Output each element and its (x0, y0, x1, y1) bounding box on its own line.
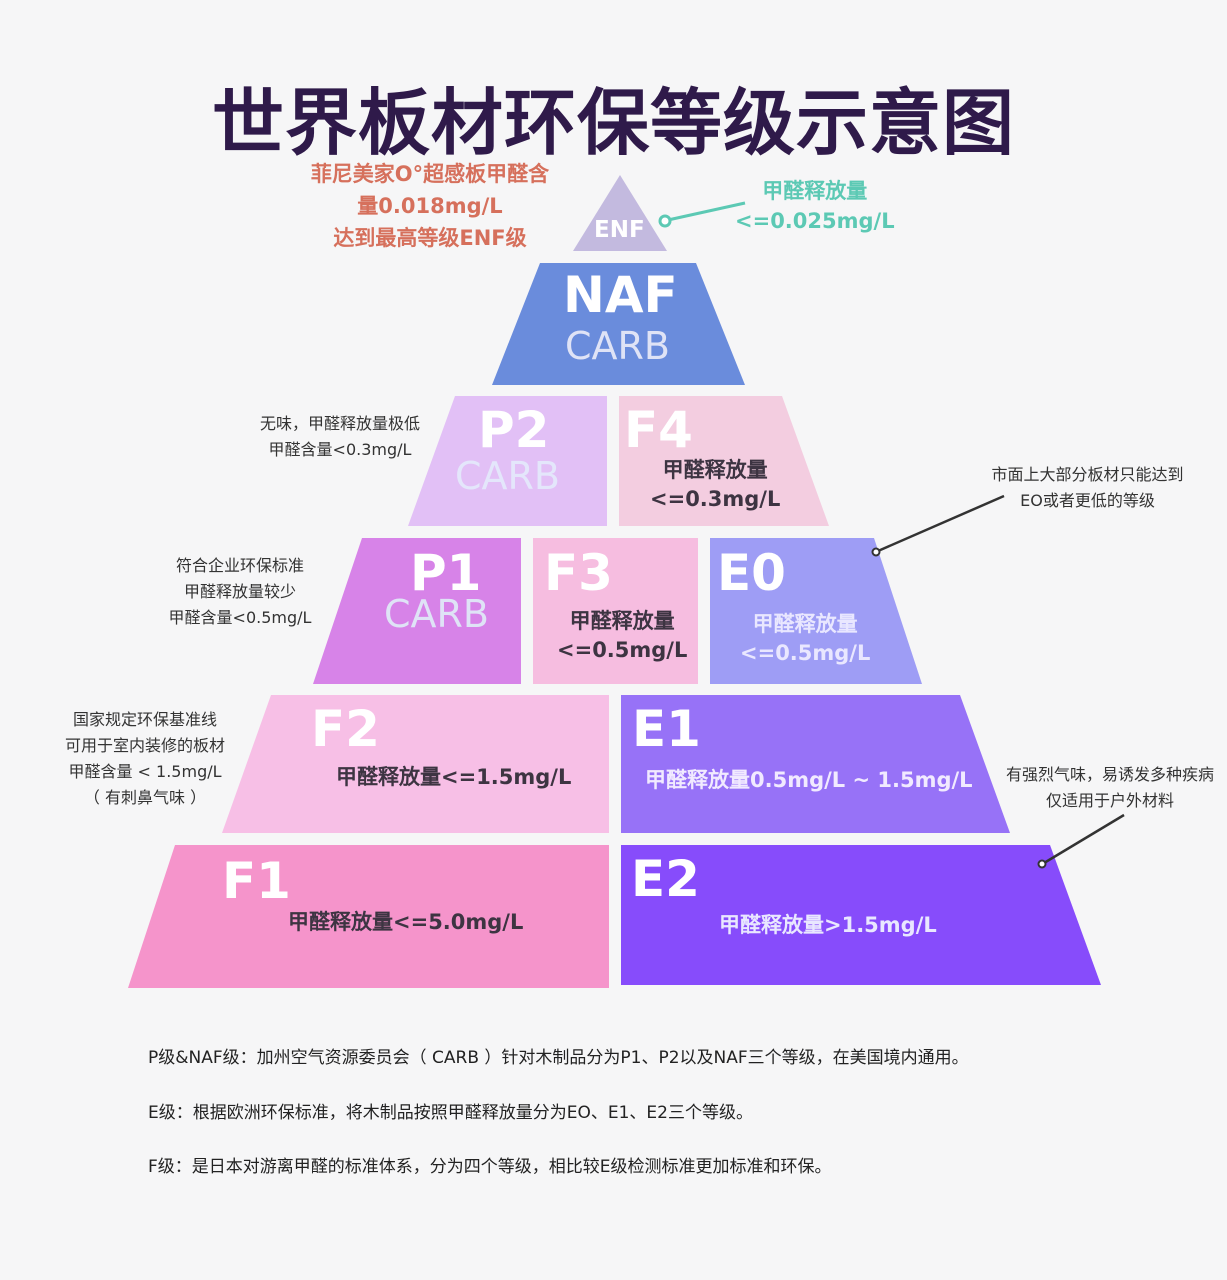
footer-e-note: E级：根据欧洲环保标准，将木制品按照甲醛释放量分为EO、E1、E2三个等级。 (148, 1103, 753, 1123)
f3-value-line2: <=0.5mg/L (557, 638, 688, 663)
enf-label: ENF (594, 217, 645, 243)
p2-label: P2 (478, 401, 550, 459)
e0-label: E0 (717, 544, 786, 602)
e1-value: 甲醛释放量0.5mg/L ~ 1.5mg/L (645, 768, 973, 792)
p1-carb-label: CARB (384, 592, 490, 636)
e1-label: E1 (632, 700, 701, 758)
tier-e2 (621, 845, 1101, 985)
e2-callout-dot (1037, 859, 1047, 869)
note-e0-line1: 市面上大部分板材只能达到 (991, 465, 1184, 484)
note-p1-line3: 甲醛含量<0.5mg/L (168, 608, 312, 627)
enf-callout-line1: 甲醛释放量 (762, 179, 868, 203)
naf-label: NAF (563, 266, 678, 324)
note-e2-line1: 有强烈气味，易诱发多种疾病 (1005, 765, 1214, 784)
footer-carb-note: P级&NAF级：加州空气资源委员会（ CARB ）针对木制品分为P1、P2以及N… (148, 1048, 969, 1068)
f1-label: F1 (222, 852, 291, 910)
f4-value-line1: 甲醛释放量 (662, 458, 768, 482)
footer-f-note: F级：是日本对游离甲醛的标准体系，分为四个等级，相比较E级检测标准更加标准和环保… (148, 1157, 832, 1177)
promo-line1: 菲尼美家O°超感板甲醛含 (310, 162, 550, 186)
naf-carb-label: CARB (565, 324, 671, 368)
f3-value: 甲醛释放量 <=0.5mg/L (557, 607, 687, 666)
tier-naf (492, 263, 745, 385)
note-p2: 无味，甲醛释放量极低 甲醛含量<0.3mg/L (240, 411, 440, 463)
f3-value-line1: 甲醛释放量 (569, 609, 675, 633)
tier-e1 (621, 695, 1010, 833)
tier-f4 (619, 396, 829, 526)
e0-callout-line (877, 494, 1005, 553)
note-e0-line2: EO或者更低的等级 (1020, 491, 1155, 510)
note-f2-line1: 国家规定环保基准线 (72, 710, 217, 729)
note-e2: 有强烈气味，易诱发多种疾病 仅适用于户外材料 (995, 762, 1225, 814)
tier-p2 (408, 396, 607, 526)
e2-value: 甲醛释放量>1.5mg/L (719, 913, 937, 937)
p2-carb-label: CARB (455, 454, 561, 498)
f3-label: F3 (544, 544, 613, 602)
note-p1-line2: 甲醛释放量较少 (183, 582, 296, 601)
p1-label: P1 (410, 544, 482, 602)
f4-value: 甲醛释放量 <=0.3mg/L (650, 456, 780, 515)
tier-e0 (710, 538, 922, 684)
note-p2-line1: 无味，甲醛释放量极低 (259, 414, 420, 433)
promo-line2: 量0.018mg/L (357, 194, 503, 218)
tier-enf (573, 175, 667, 251)
tier-f1 (128, 845, 609, 988)
enf-callout: 甲醛释放量 <=0.025mg/L (735, 176, 895, 236)
e0-value-line2: <=0.5mg/L (740, 641, 871, 666)
note-p2-line2: 甲醛含量<0.3mg/L (268, 440, 412, 459)
e0-value: 甲醛释放量 <=0.5mg/L (740, 610, 870, 669)
f4-label: F4 (624, 401, 693, 459)
f2-label: F2 (311, 700, 380, 758)
note-p1-line1: 符合企业环保标准 (175, 556, 304, 575)
tier-f3 (533, 538, 698, 684)
enf-callout-dot (658, 214, 672, 228)
note-e2-line2: 仅适用于户外材料 (1045, 791, 1174, 810)
e0-value-line1: 甲醛释放量 (752, 612, 858, 636)
e0-callout-dot (871, 547, 881, 557)
note-f2: 国家规定环保基准线 可用于室内装修的板材 甲醛含量 < 1.5mg/L （ 有刺… (50, 707, 240, 811)
enf-callout-line (667, 201, 746, 222)
tier-f2 (222, 695, 609, 833)
note-e0: 市面上大部分板材只能达到 EO或者更低的等级 (975, 462, 1200, 514)
e2-callout-line (1043, 813, 1125, 865)
note-f2-line4: （ 有刺鼻气味 ） (83, 788, 207, 807)
f4-value-line2: <=0.3mg/L (650, 487, 781, 512)
page-title: 世界板材环保等级示意图 (211, 81, 1015, 165)
note-f2-line3: 甲醛含量 < 1.5mg/L (68, 762, 222, 781)
f1-value: 甲醛释放量<=5.0mg/L (288, 910, 524, 934)
promo-callout: 菲尼美家O°超感板甲醛含 量0.018mg/L 达到最高等级ENF级 (290, 158, 570, 254)
enf-callout-line2: <=0.025mg/L (735, 209, 895, 233)
promo-line3: 达到最高等级ENF级 (333, 226, 527, 250)
note-p1: 符合企业环保标准 甲醛释放量较少 甲醛含量<0.5mg/L (150, 553, 330, 631)
e2-label: E2 (631, 850, 700, 908)
tier-p1 (313, 538, 521, 684)
f2-value: 甲醛释放量<=1.5mg/L (336, 765, 572, 789)
note-f2-line2: 可用于室内装修的板材 (64, 736, 225, 755)
